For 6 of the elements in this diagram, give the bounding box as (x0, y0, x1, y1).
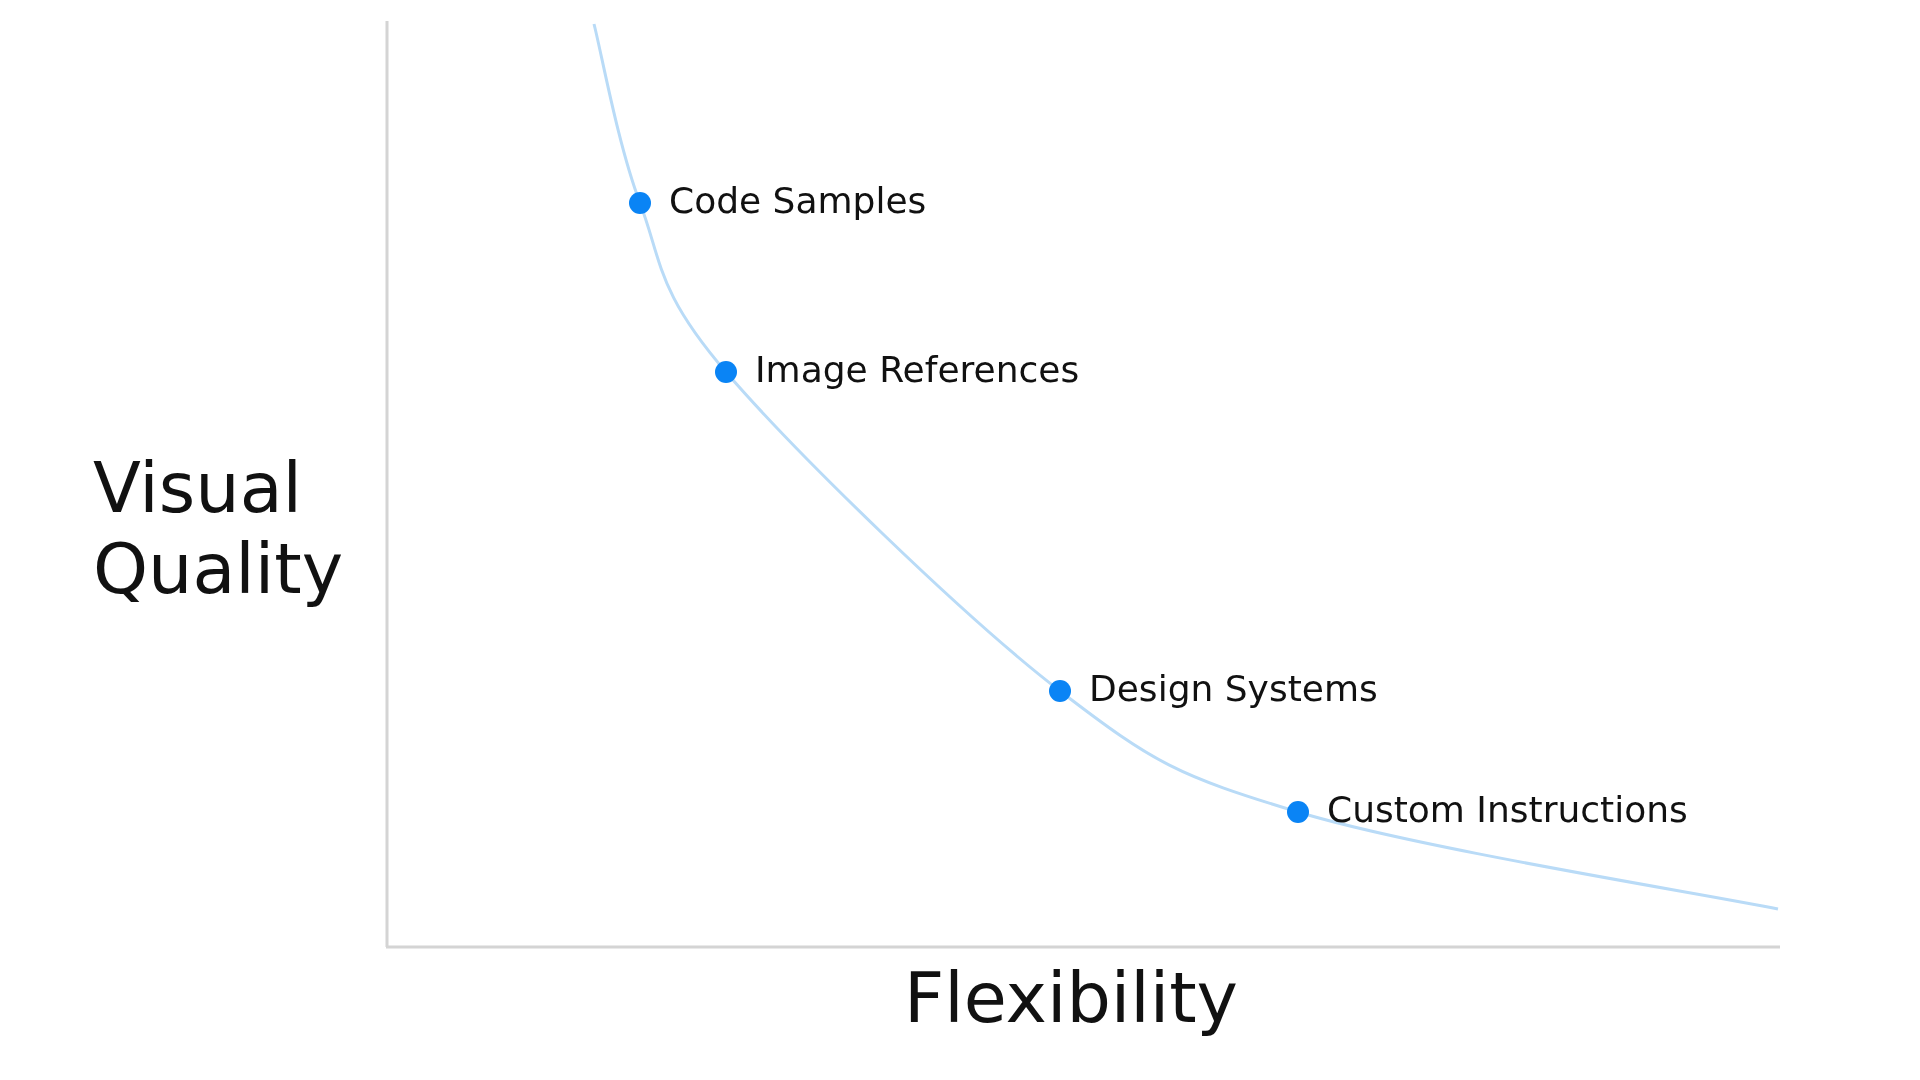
point-label: Code Samples (669, 180, 927, 222)
point-label: Design Systems (1089, 668, 1378, 710)
y-axis-title: Visual Quality (93, 448, 345, 609)
point-label: Image References (755, 349, 1080, 391)
x-axis-title: Flexibility (903, 958, 1239, 1039)
point-label: Custom Instructions (1327, 789, 1688, 831)
